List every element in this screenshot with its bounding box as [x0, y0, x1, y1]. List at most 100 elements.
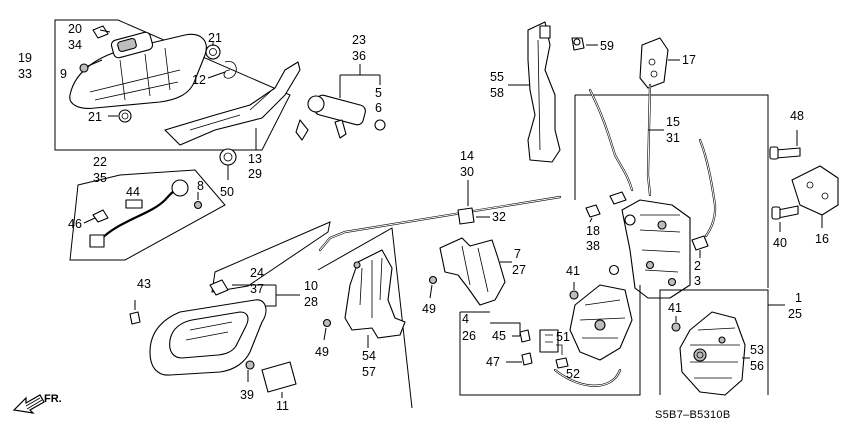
callout-38: 38 [586, 239, 600, 253]
front-direction-indicator: FR. [12, 393, 62, 414]
callout-49-right: 49 [422, 302, 436, 316]
callout-35: 35 [93, 171, 107, 185]
latch-clip-18 [585, 204, 601, 218]
door-seal-55 [527, 21, 561, 163]
callout-4: 4 [462, 312, 469, 326]
callout-21-upper: 21 [208, 31, 222, 45]
cable-clip-46 [92, 209, 109, 223]
callout-51: 51 [556, 330, 570, 344]
callout-53: 53 [750, 343, 764, 357]
lock-actuator-group: 4 26 45 47 51 52 41 [459, 264, 641, 396]
callout-25: 25 [788, 307, 802, 321]
callout-18: 18 [586, 224, 600, 238]
handle-protector [164, 61, 301, 146]
top-small-parts: 59 17 [571, 37, 696, 89]
callout-10: 10 [304, 279, 318, 293]
striker-bolt-40 [777, 205, 799, 219]
callout-54: 54 [362, 349, 376, 363]
cylinder-face [307, 95, 325, 113]
actuator-clip-45 [519, 329, 531, 343]
callout-6: 6 [375, 101, 382, 115]
callout-28: 28 [304, 295, 318, 309]
callout-9: 9 [60, 67, 67, 81]
latch-grommet-lower [608, 264, 620, 276]
lock-knob-bracket [344, 249, 406, 339]
callout-48: 48 [790, 109, 804, 123]
actuator-clip-47 [521, 352, 533, 366]
latch-assembly-group: 15 31 18 38 2 3 [574, 83, 769, 299]
handle-grommet-upper [205, 44, 221, 60]
outer-handle-body [69, 33, 207, 109]
callout-27: 27 [512, 263, 526, 277]
callout-50: 50 [220, 185, 234, 199]
latch-assembly-outline [575, 94, 769, 288]
callout-17: 17 [682, 53, 696, 67]
rod-clip-32 [457, 207, 475, 225]
callout-43: 43 [137, 277, 151, 291]
latch-grommet [624, 214, 636, 226]
callout-22: 22 [93, 155, 107, 169]
callout-40: 40 [773, 236, 787, 250]
callout-30: 30 [460, 165, 474, 179]
actuator-screw-41 [569, 290, 579, 300]
handle-grommet-lower [118, 109, 132, 123]
inner-handle-group: 24 37 10 28 11 39 43 [129, 221, 331, 413]
cable-screw-8 [193, 200, 203, 210]
lock-bracket-outline [317, 227, 413, 409]
cable-clip-44 [125, 199, 143, 209]
callout-5: 5 [375, 86, 382, 100]
callout-41-right: 41 [668, 301, 682, 315]
callout-36: 36 [352, 49, 366, 63]
callout-7: 7 [514, 247, 521, 261]
callout-20: 20 [68, 22, 82, 36]
callout-19: 19 [18, 51, 32, 65]
striker-cover-17 [639, 37, 669, 89]
grommet-50 [219, 148, 237, 166]
callout-55: 55 [490, 70, 504, 84]
callout-47: 47 [486, 355, 500, 369]
callout-31: 31 [666, 131, 680, 145]
callout-29: 29 [248, 167, 262, 181]
callout-39: 39 [240, 388, 254, 402]
door-latch-body [621, 199, 691, 299]
lock-knob-bracket-group: 54 57 49 [315, 227, 413, 409]
inner-handle-recess [169, 311, 249, 359]
handle-clip [92, 25, 109, 39]
bracket-screw-49 [322, 318, 332, 328]
callout-34: 34 [68, 38, 82, 52]
callout-26: 26 [462, 329, 476, 343]
handle-protector-group: 13 29 50 [164, 61, 301, 199]
callout-21-lower: 21 [88, 110, 102, 124]
callout-33: 33 [18, 67, 32, 81]
callout-57: 57 [362, 365, 376, 379]
rod-clip-2 [691, 235, 709, 251]
cable-group: 22 35 44 46 8 [68, 155, 226, 261]
clip-43 [129, 311, 141, 325]
callout-3: 3 [694, 274, 701, 288]
seal-tab [539, 25, 551, 39]
door-lock-actuator-screw-41 [671, 322, 681, 332]
callout-46: 46 [68, 217, 82, 231]
actuator-connector [539, 329, 559, 353]
outer-handle-group-outline [54, 19, 291, 151]
callout-2: 2 [694, 259, 701, 273]
striker-bolt-48 [775, 147, 801, 159]
callout-16: 16 [815, 232, 829, 246]
callout-52: 52 [566, 367, 580, 381]
callout-1: 1 [795, 291, 802, 305]
front-label: FR. [44, 393, 62, 405]
callout-23: 23 [352, 33, 366, 47]
cable-end-fitting [171, 179, 189, 197]
callout-59: 59 [600, 39, 614, 53]
actuator-clip-52 [555, 357, 569, 369]
long-rod-group: 14 30 32 [318, 149, 562, 252]
callout-45: 45 [492, 329, 506, 343]
callout-24: 24 [250, 266, 264, 280]
striker-group: 48 16 40 [769, 109, 839, 250]
callout-13: 13 [248, 152, 262, 166]
handle-cover-cap [261, 361, 297, 393]
latch-bracket [439, 237, 506, 306]
callout-49-left: 49 [315, 345, 329, 359]
outer-handle-group: 20 34 19 33 9 21 12 21 [18, 19, 291, 151]
